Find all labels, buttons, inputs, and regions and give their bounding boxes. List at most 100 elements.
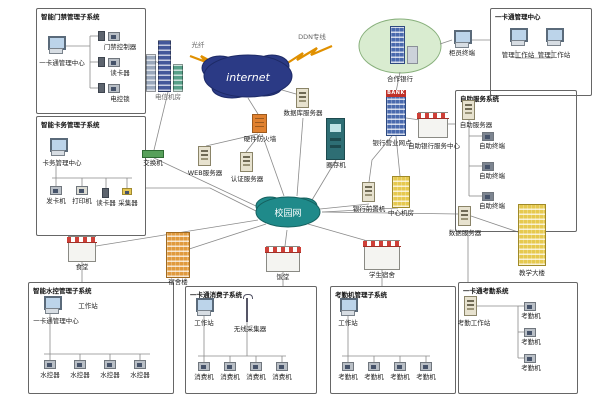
access-device-label: 电控锁 bbox=[110, 95, 130, 103]
fiber-link-label: 光纤 bbox=[191, 41, 205, 49]
access-device-label: 读卡器 bbox=[110, 69, 130, 77]
attmgmt-workstation-label: 工作站 bbox=[338, 319, 358, 327]
box-self-service: 自助服务系统 bbox=[455, 90, 577, 232]
card-server-icon bbox=[48, 138, 68, 156]
bank-hq-annex-icon bbox=[407, 46, 418, 64]
ddn-link-label: DDN专线 bbox=[298, 33, 326, 41]
db-server-icon bbox=[296, 88, 309, 108]
telecom-label: 电信机房 bbox=[155, 93, 181, 101]
dining-label: 食堂 bbox=[75, 263, 89, 271]
printer-icon bbox=[76, 186, 88, 195]
card-device-label: 读卡器 bbox=[96, 199, 116, 207]
box-card-management: 智能卡务管理子系统 bbox=[36, 116, 146, 236]
pos-label: 消费机 bbox=[272, 373, 292, 381]
access-reader-icon bbox=[98, 57, 105, 67]
self-terminal-icon bbox=[482, 162, 494, 171]
water-workstation-label: 工作站 bbox=[78, 302, 98, 310]
attendance-machine-icon bbox=[420, 362, 432, 371]
switch-label: 交换机 bbox=[143, 159, 163, 167]
consume-workstation-icon bbox=[194, 298, 214, 316]
bank-branch-building-icon: BANK bbox=[386, 90, 406, 136]
attendance-machine-icon bbox=[368, 362, 380, 371]
bank-hq-building-icon bbox=[390, 26, 405, 64]
dorm-label: 宿舍楼 bbox=[168, 278, 188, 286]
auth-server-icon bbox=[240, 152, 253, 172]
data-server-icon bbox=[458, 206, 471, 226]
self-terminal-label: 自助终端 bbox=[479, 172, 505, 180]
self-terminal-label: 自助终端 bbox=[479, 202, 505, 210]
dining-building-icon bbox=[67, 236, 97, 262]
access-controller-icon bbox=[108, 58, 120, 67]
attendance-server-icon bbox=[464, 296, 477, 316]
self-bank-label: 自助银行服务中心 bbox=[408, 142, 460, 150]
center-terminal-icon bbox=[508, 28, 528, 46]
deposit-kiosk-icon bbox=[326, 118, 345, 160]
firewall-icon bbox=[252, 114, 267, 133]
card-server-label: 卡务管理中心 bbox=[42, 159, 82, 167]
web-server-label: WEB服务器 bbox=[187, 169, 223, 177]
attendance-server-label: 考勤工作站 bbox=[457, 319, 491, 327]
box-water-title: 智能水控管理子系统 bbox=[33, 287, 92, 295]
water-controller-icon bbox=[134, 360, 146, 369]
box-card-center: 一卡通管理中心 bbox=[490, 8, 592, 96]
box-self-service-title: 自助服务系统 bbox=[460, 95, 499, 103]
campus-cloud-label: 校园网 bbox=[274, 207, 301, 219]
access-reader-icon bbox=[98, 83, 105, 93]
center-room-building-icon bbox=[392, 176, 410, 208]
attendance-terminal-icon bbox=[524, 302, 536, 311]
pos-label: 消费机 bbox=[246, 373, 266, 381]
card-issuer-icon bbox=[50, 186, 62, 195]
access-controller-icon bbox=[108, 32, 120, 41]
pos-terminal-icon bbox=[276, 362, 288, 371]
box-attendance-mgmt: 考勤机管理子系统 bbox=[330, 286, 456, 394]
attendance-terminal-icon bbox=[524, 354, 536, 363]
front-server-icon bbox=[362, 182, 375, 202]
attmgmt-device-label: 考勤机 bbox=[416, 373, 436, 381]
web-server-icon bbox=[198, 146, 211, 166]
water-controller-icon bbox=[104, 360, 116, 369]
access-device-label: 门禁控制器 bbox=[103, 43, 137, 51]
attendance-device-label: 考勤机 bbox=[521, 312, 541, 320]
access-server-label: 一卡通管理中心 bbox=[39, 59, 85, 67]
water-server-icon bbox=[42, 296, 62, 314]
pos-label: 消费机 bbox=[220, 373, 240, 381]
box-attendance-title: 一卡通考勤系统 bbox=[463, 287, 509, 295]
water-controller-icon bbox=[74, 360, 86, 369]
data-server-label: 数据服务器 bbox=[448, 229, 482, 237]
wireless-antenna-icon bbox=[243, 294, 253, 322]
bank-sign: BANK bbox=[386, 90, 406, 97]
box-center-title: 一卡通管理中心 bbox=[495, 13, 541, 21]
dorm-building-icon bbox=[166, 232, 190, 278]
dorm2-building-icon bbox=[363, 240, 401, 270]
attendance-machine-icon bbox=[342, 362, 354, 371]
connectors bbox=[44, 35, 553, 362]
lightning-links bbox=[189, 44, 333, 65]
box-access-title: 智能门禁管理子系统 bbox=[41, 13, 100, 21]
center-room-label: 中心机房 bbox=[388, 209, 414, 217]
attmgmt-device-label: 考勤机 bbox=[338, 373, 358, 381]
box-attendance: 一卡通考勤系统 bbox=[458, 282, 578, 394]
attmgmt-device-label: 考勤机 bbox=[364, 373, 384, 381]
water-device-label: 水控器 bbox=[130, 371, 150, 379]
dorm2-label: 学生宿舍 bbox=[369, 271, 395, 279]
attendance-machine-icon bbox=[394, 362, 406, 371]
db-server-label: 数据库服务器 bbox=[283, 109, 323, 117]
self-terminal-icon bbox=[482, 192, 494, 201]
access-controller-icon bbox=[108, 84, 120, 93]
internet-cloud-label: internet bbox=[226, 71, 270, 84]
center-terminal-icon bbox=[544, 28, 564, 46]
attendance-terminal-icon bbox=[524, 328, 536, 337]
attmgmt-workstation-icon bbox=[338, 298, 358, 316]
firewall-label: 硬件防火墙 bbox=[243, 135, 277, 143]
bank-branch-label: 银行营业网点 bbox=[372, 139, 412, 147]
center-terminal-label: 管理工作站 bbox=[537, 51, 571, 59]
teller-terminal-icon bbox=[452, 30, 472, 48]
front-server-label: 银行前置机 bbox=[352, 205, 386, 213]
box-attendance-mgmt-title: 考勤机管理子系统 bbox=[335, 291, 387, 299]
pos-terminal-icon bbox=[198, 362, 210, 371]
teaching-building-label: 教学大楼 bbox=[519, 269, 545, 277]
pos-terminal-icon bbox=[224, 362, 236, 371]
water-server-label: 一卡通管理中心 bbox=[33, 317, 79, 325]
